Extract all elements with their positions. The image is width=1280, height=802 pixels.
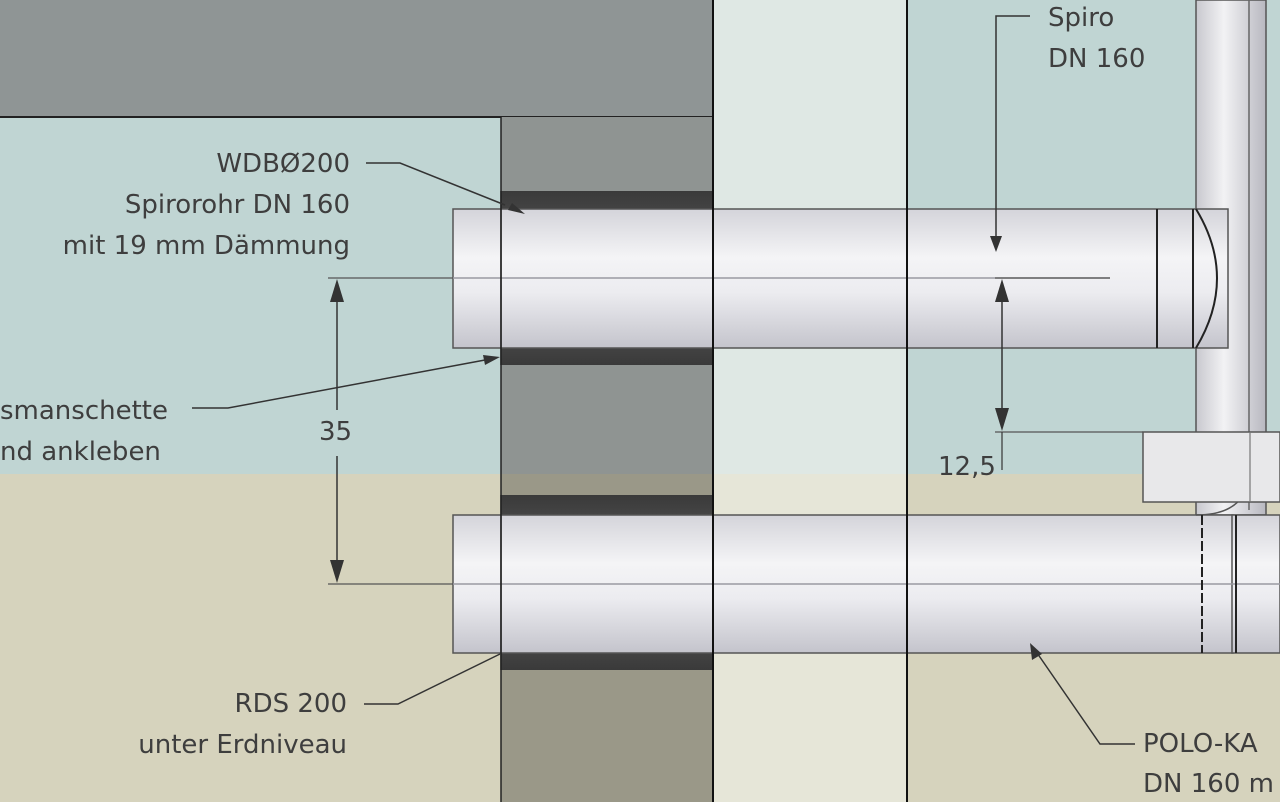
label-ankleben: nd ankleben (0, 437, 161, 467)
wdb-leader-arrow (508, 203, 525, 214)
spiro-leader (995, 15, 1030, 240)
wall-top-block (0, 0, 713, 117)
dim-125-arrow-top (995, 279, 1009, 302)
rds-leader (364, 653, 501, 705)
label-spirorohr: Spirorohr DN 160 (124, 190, 350, 220)
dim-35-arrow-top (330, 279, 344, 302)
label-erdniveau: unter Erdniveau (138, 730, 347, 760)
polo-box (1142, 431, 1280, 503)
label-rds: RDS 200 (234, 689, 347, 719)
dim-label-35: 35 (319, 417, 353, 447)
manschette-leader (192, 359, 486, 409)
label-dn160: DN 160 (1048, 44, 1146, 74)
label-dn160-m: DN 160 m (1143, 769, 1274, 799)
dim-125-arrow-bottom (995, 408, 1009, 431)
manschette-leader-arrow (483, 355, 500, 365)
upper-pipe-end-cap (1195, 208, 1218, 349)
label-manschette: smanschette (0, 396, 168, 426)
dim-35-arrow-bottom (330, 560, 344, 583)
dim-label-12-5: 12,5 (938, 452, 996, 482)
spiro-leader-arrow (990, 236, 1002, 252)
label-spiro: Spiro (1048, 3, 1115, 33)
wdb-leader (366, 162, 506, 206)
label-polo: POLO-KA (1143, 729, 1258, 759)
label-daemmung: mit 19 mm Dämmung (62, 231, 350, 261)
label-wdb: WDBØ200 (216, 149, 350, 179)
polo-leader (1034, 649, 1135, 745)
polo-leader-arrow (1030, 643, 1042, 660)
